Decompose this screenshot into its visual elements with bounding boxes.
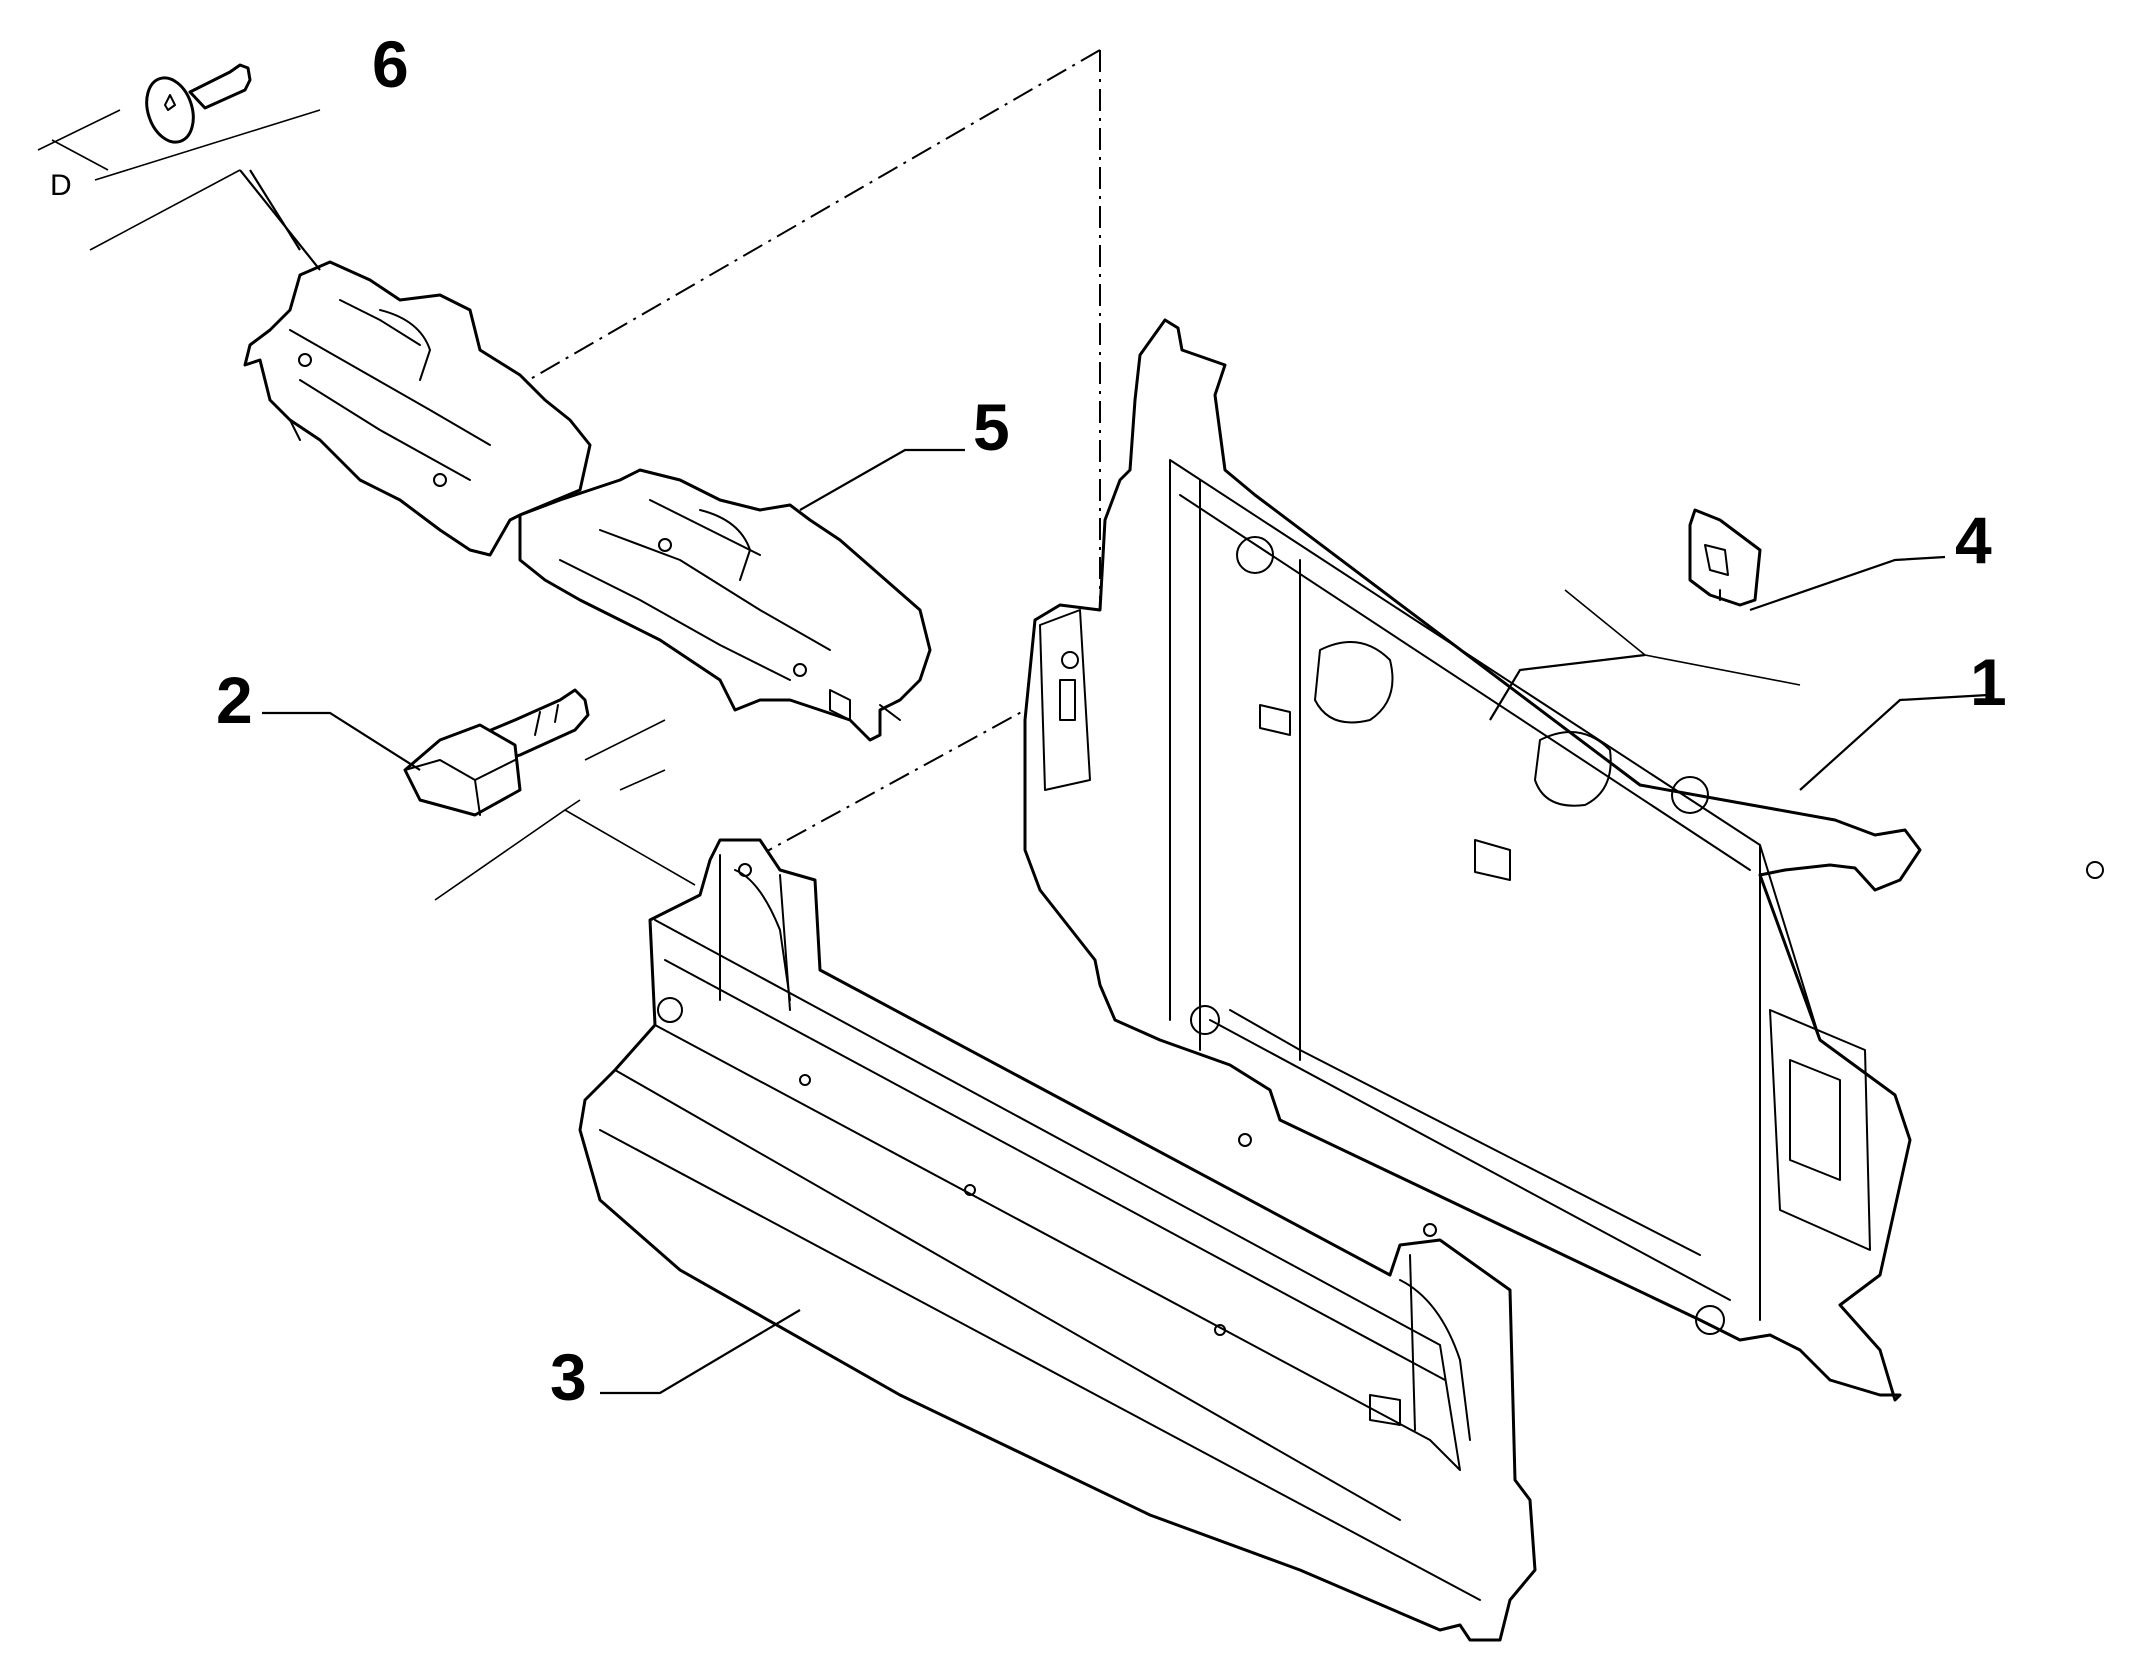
callout-3: 3	[550, 1340, 587, 1414]
callout-4: 4	[1955, 503, 1992, 577]
torx-icon	[164, 94, 176, 111]
dimension-label: D	[50, 169, 72, 202]
front-frame-part[interactable]	[1023, 318, 2104, 1402]
bolt-part[interactable]	[403, 688, 590, 817]
callouts: 1 2 3 4 5 6	[216, 27, 2007, 1414]
callout-6: 6	[372, 27, 409, 101]
callout-1: 1	[1970, 645, 2007, 719]
leader-lines	[262, 448, 1989, 1395]
screw-part[interactable]: D	[37, 63, 321, 271]
callout-2: 2	[216, 663, 253, 737]
callout-5: 5	[973, 390, 1010, 464]
support-bracket-part[interactable]	[243, 260, 932, 742]
bumper-beam-part[interactable]	[578, 838, 1537, 1642]
clip-part[interactable]	[1688, 508, 1762, 607]
